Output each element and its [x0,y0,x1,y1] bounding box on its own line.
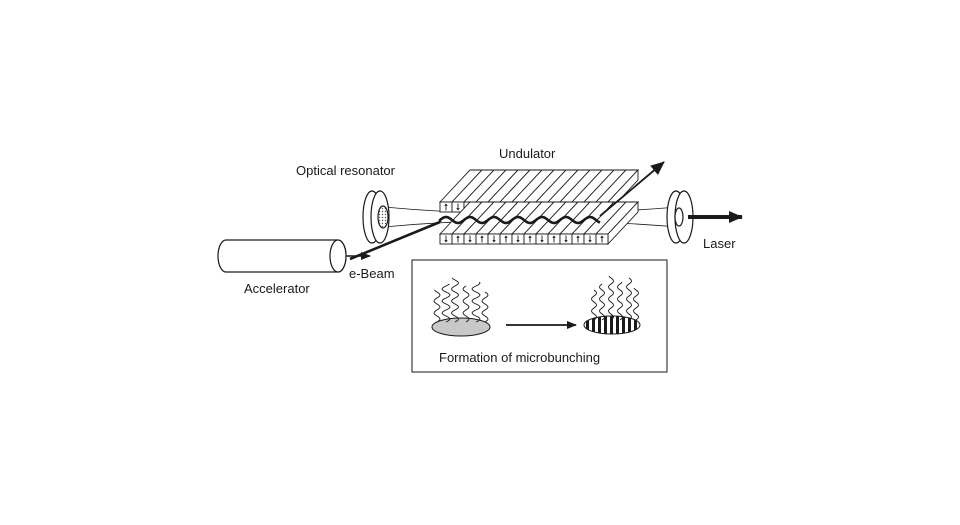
pole-arrowhead [540,240,544,243]
microbunch-stripe [586,316,589,334]
pole-arrowhead [564,240,568,243]
microbunch-stripe [616,316,619,334]
microbunch-stripe [622,316,625,334]
optical-resonator-label: Optical resonator [296,163,395,178]
unbunched-beam [431,277,491,337]
radiation-wavelet [451,277,459,323]
electron-beam [346,161,665,261]
accelerator-label: Accelerator [244,281,310,296]
pole-arrowhead [468,240,472,243]
pole-arrowhead [444,240,448,243]
left-mirror [362,190,390,244]
microbunching-inset [411,259,668,373]
radiation-wavelet [626,277,632,321]
radiation-wavelet [471,281,481,323]
radiation-wavelet [441,283,451,323]
radiation-wavelet [608,275,614,321]
undulator-magnets [438,168,640,246]
pole-arrowhead [588,240,592,243]
radiation-wavelet [633,287,639,321]
pole-arrowhead [480,235,484,238]
e-beam-label: e-Beam [349,266,395,281]
undulator-label: Undulator [499,146,556,161]
pole-arrowhead [528,235,532,238]
pole-arrowhead [552,235,556,238]
microbunch-stripe [598,316,601,334]
radiation-wavelet [481,291,489,323]
microbunch-stripe [610,316,613,334]
pole-arrowhead [492,240,496,243]
pole-arrowhead [456,208,460,211]
radiation-wavelet [617,281,623,321]
pole-arrowhead [516,240,520,243]
bunched-beam [583,275,641,335]
microbunching-label: Formation of microbunching [439,350,601,365]
pole-arrowhead [504,235,508,238]
radiation-wavelet [433,289,441,323]
pole-arrowhead [444,203,448,206]
right-mirror [666,190,694,244]
microbunch-stripe [604,316,607,334]
accelerator-cylinder [217,239,347,273]
radiation-wavelet [462,285,470,323]
laser-label: Laser [703,236,736,251]
radiation-wavelet [591,289,597,321]
microbunch-stripe [634,316,637,334]
microbunch-stripe [628,316,631,334]
pole-arrowhead [456,235,460,238]
pole-arrowhead [576,235,580,238]
microbunch-stripe [592,316,595,334]
pole-arrowhead [600,235,604,238]
radiation-wavelet [599,283,605,321]
